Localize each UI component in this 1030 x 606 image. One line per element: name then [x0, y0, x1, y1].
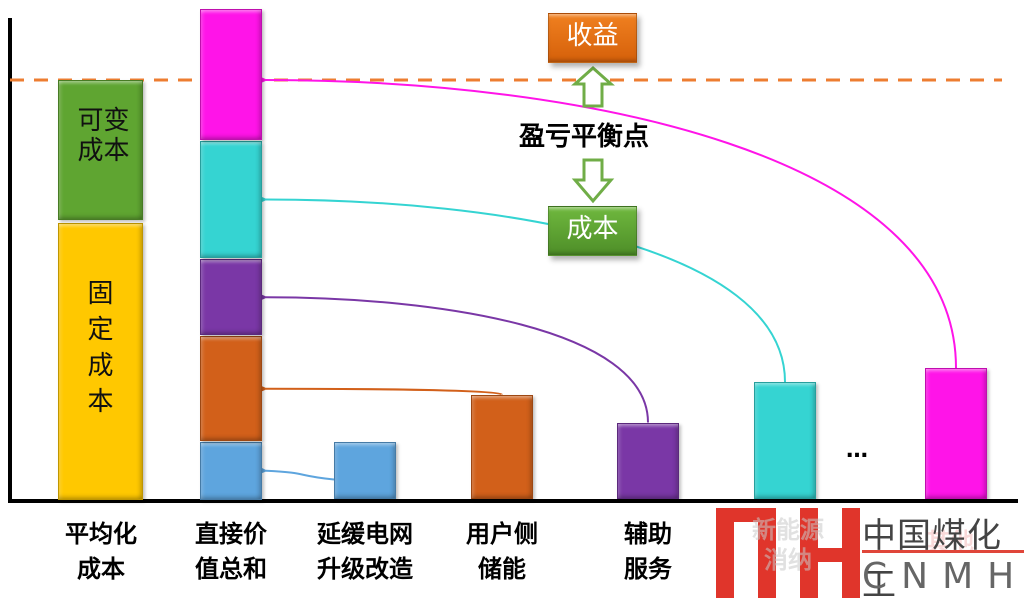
total-value-segment-1 [200, 441, 262, 500]
connector-arrow-1 [255, 465, 335, 481]
cost-box: 成本 [548, 206, 637, 256]
watermark-logo-icon [716, 508, 860, 598]
label-line: 辅助 [624, 520, 672, 548]
category-label-1: 延缓电网升级改造 [305, 517, 425, 587]
connector-arrow-5 [255, 74, 957, 369]
label-line: 值总和 [195, 555, 267, 583]
value-bar-3 [617, 422, 679, 499]
total-value-segment-4 [200, 140, 262, 258]
label-line: 平均化 [65, 520, 137, 548]
up-arrow-icon [571, 65, 615, 108]
label-line: 用户侧 [466, 520, 538, 548]
watermark-zh-text: 中国煤化工 [862, 516, 1002, 605]
segment-label-line: 成本 [77, 135, 130, 166]
value-bar-2 [471, 394, 533, 499]
variable-cost-segment: 可变成本 [58, 80, 143, 220]
segment-label: 可变成本 [59, 106, 142, 167]
value-bar-1 [334, 441, 396, 499]
label-line: 成本 [77, 555, 125, 583]
connector-arrow-4 [255, 194, 786, 383]
faint-label-renewable: 新能源 消纳 [748, 515, 828, 575]
segment-label-line: 定 [87, 314, 114, 345]
label-line: 升级改造 [317, 555, 413, 583]
value-bar-4 [754, 382, 816, 499]
segment-label-line: 可变 [77, 106, 130, 136]
value-bar-5 [925, 368, 987, 499]
category-label-3: 辅助服务 [588, 517, 708, 587]
faint-label-line: 新能源 [752, 516, 824, 544]
ellipsis-text: … [846, 438, 869, 463]
fixed-cost-segment: 固定成本 [58, 222, 143, 500]
watermark-en-text: CNMHG [862, 556, 1030, 597]
total-value-segment-3 [200, 258, 262, 335]
watermark-divider [862, 550, 1024, 553]
segment-label-line: 本 [87, 386, 114, 417]
label-line: 储能 [478, 555, 526, 583]
breakeven-label: 盈亏平衡点 [519, 122, 650, 152]
total-value-segment-2 [200, 336, 262, 441]
connector-arrow-3 [255, 292, 649, 423]
revenue-box: 收益 [548, 13, 637, 63]
segment-label-line: 固 [87, 278, 114, 309]
down-arrow-icon [571, 158, 615, 204]
category-label-total-value: 直接价值总和 [171, 517, 291, 587]
label-line: 服务 [624, 555, 672, 583]
label-line: 直接价 [195, 520, 267, 548]
category-label-2: 用户侧储能 [442, 517, 562, 587]
label-line: 延缓电网 [317, 520, 413, 548]
faint-label-line: 消纳 [764, 546, 812, 574]
segment-label-line: 成 [87, 350, 114, 381]
connector-arrow-2 [255, 383, 503, 396]
category-label-levelized-cost: 平均化成本 [41, 517, 161, 587]
segment-label: 固定成本 [59, 276, 142, 420]
total-value-segment-5 [200, 8, 262, 140]
